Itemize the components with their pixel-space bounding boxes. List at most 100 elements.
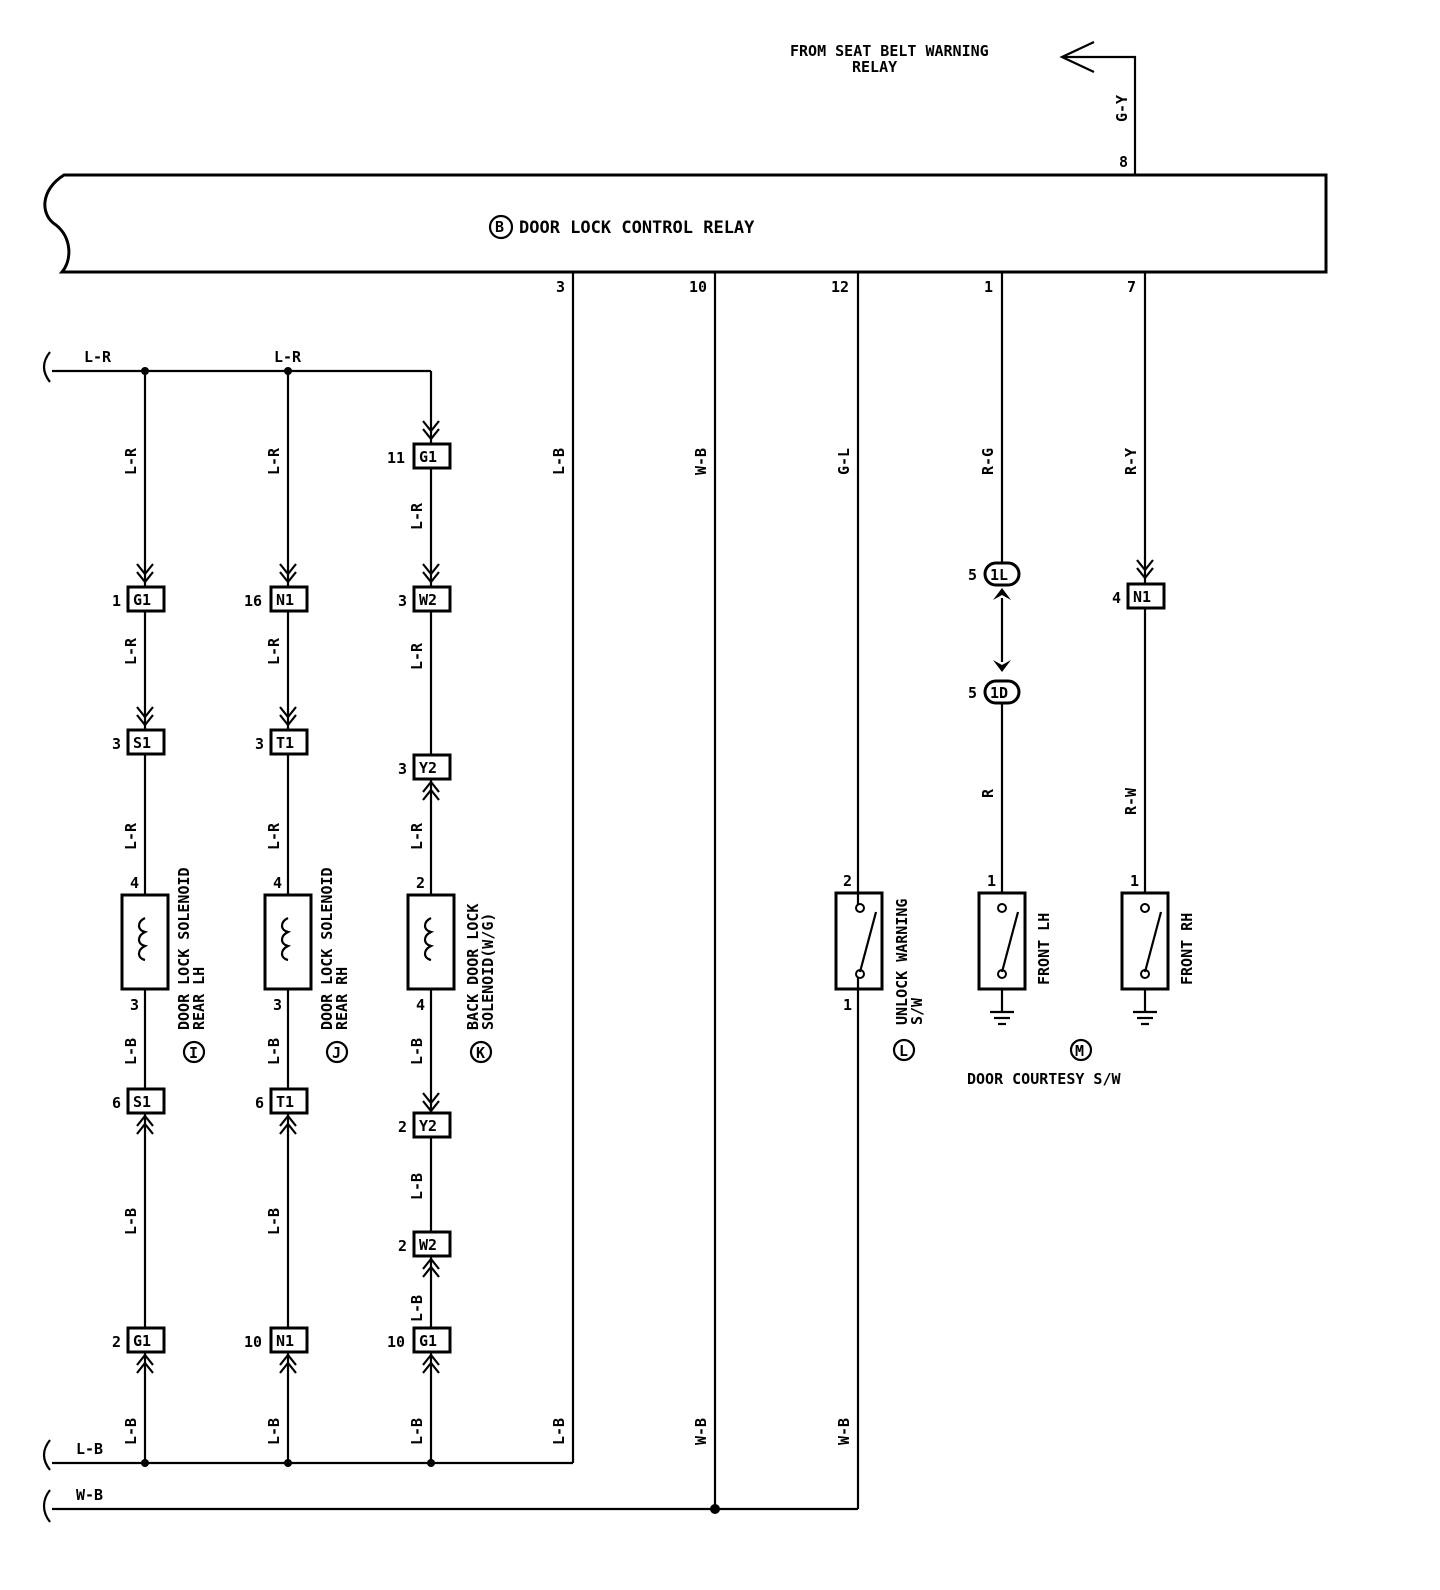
wire-label-g-y: G-Y xyxy=(1113,95,1131,122)
pin-label: 4 xyxy=(1112,589,1121,607)
wire-label-lb: L-B xyxy=(122,1038,140,1065)
relay-badge: B xyxy=(495,218,504,236)
wire-label-ry: R-Y xyxy=(1122,448,1140,475)
wire-label-lr: L-R xyxy=(122,822,140,850)
component-i-label-1: DOOR LOCK SOLENOID xyxy=(175,867,193,1030)
wire-label-lb: L-B xyxy=(122,1208,140,1235)
bus-label-wb: W-B xyxy=(76,1486,103,1504)
wire-label-r: R xyxy=(979,788,997,798)
wire-label-wb-bottom-2: W-B xyxy=(835,1418,853,1445)
pin-label: 3 xyxy=(273,996,282,1014)
connector-y2: Y2 xyxy=(419,1117,437,1135)
wire-label-lb-bottom: L-B xyxy=(550,1418,568,1445)
source-label-line1: FROM SEAT BELT WARNING xyxy=(790,42,989,60)
relay-badge-circle xyxy=(488,214,514,240)
connector-y2: Y2 xyxy=(419,759,437,777)
connector-g1: G1 xyxy=(419,1332,437,1350)
relay-pin-8: 8 xyxy=(1119,153,1128,171)
pin-label: 2 xyxy=(398,1118,407,1136)
pin-label: 5 xyxy=(968,566,977,584)
component-m-lh-label: FRONT LH xyxy=(1035,913,1053,985)
wire-label-lb: L-B xyxy=(122,1418,140,1445)
connector-w2: W2 xyxy=(419,591,437,609)
wire-label-gl: G-L xyxy=(835,448,853,475)
wire-label-lr: L-R xyxy=(408,502,426,530)
solenoid-rear-lh xyxy=(120,893,170,991)
connector-s1: S1 xyxy=(133,1093,151,1111)
pin-label: 6 xyxy=(112,1094,121,1112)
wire-label-lb: L-B xyxy=(265,1208,283,1235)
bus-label-lr-1: L-R xyxy=(84,348,112,366)
wire-label-lb: L-B xyxy=(408,1295,426,1322)
wire-label-rg: R-G xyxy=(979,448,997,475)
component-k-label-2: SOLENOID(W/G) xyxy=(479,913,497,1030)
pin-label: 2 xyxy=(843,872,852,890)
component-j-label-1: DOOR LOCK SOLENOID xyxy=(318,867,336,1030)
connector-1l: 1L xyxy=(990,566,1008,584)
connector-n1: N1 xyxy=(276,1332,294,1350)
pin-label: 3 xyxy=(398,760,407,778)
relay-pin-3: 3 xyxy=(556,278,565,296)
solenoid-back-door xyxy=(406,893,456,991)
pin-label: 2 xyxy=(112,1333,121,1351)
connector-s1: S1 xyxy=(133,734,151,752)
door-courtesy-caption: M DOOR COURTESY S/W xyxy=(967,1038,1121,1088)
relay-pin-10: 10 xyxy=(689,278,707,296)
wire-label-lr: L-R xyxy=(122,637,140,665)
connector-t1: T1 xyxy=(276,734,294,752)
pin-label: 16 xyxy=(244,592,262,610)
wire-label-lb: L-B xyxy=(408,1038,426,1065)
pin-label: 4 xyxy=(130,874,139,892)
component-l-badge: L xyxy=(899,1042,908,1060)
relay-title: DOOR LOCK CONTROL RELAY xyxy=(519,218,755,238)
connector-g1: G1 xyxy=(133,1332,151,1350)
connector-w2: W2 xyxy=(419,1236,437,1254)
pin-label: 2 xyxy=(416,874,425,892)
solenoid-rear-rh xyxy=(263,893,313,991)
relay-pin-12: 12 xyxy=(831,278,849,296)
front-lh-courtesy-switch: R-G 1L 5 1D 5 R 1 FRONT LH xyxy=(968,272,1053,1026)
component-i-badge: I xyxy=(189,1044,198,1062)
bus-label-lr-2: L-R xyxy=(274,348,302,366)
connector-1d: 1D xyxy=(990,684,1008,702)
column-rear-rh: L-R N1 16 L-R T1 3 L-R 4 3 L-B T1 6 L-B … xyxy=(244,371,351,1463)
relay-output-wires: L-B W-B G-L L-B W-B W-B xyxy=(550,272,860,1509)
bus-label-lb: L-B xyxy=(76,1440,103,1458)
wire-label-lb: L-B xyxy=(408,1418,426,1445)
component-j-label-2: REAR RH xyxy=(333,967,351,1030)
component-m-caption: DOOR COURTESY S/W xyxy=(967,1070,1121,1088)
connector-g1: G1 xyxy=(419,448,437,466)
pin-label: 10 xyxy=(387,1333,405,1351)
wire-label-lb-relay3: L-B xyxy=(550,448,568,475)
front-rh-courtesy-switch: R-Y N1 4 R-W 1 FRONT RH xyxy=(1112,272,1196,1026)
wire-label-wb-relay10: W-B xyxy=(692,448,710,475)
wire-label-lr: L-R xyxy=(265,637,283,665)
pin-label: 10 xyxy=(244,1333,262,1351)
connector-t1: T1 xyxy=(276,1093,294,1111)
wire-label-lb: L-B xyxy=(265,1418,283,1445)
pin-label: 5 xyxy=(968,684,977,702)
lb-wb-buses: L-B W-B xyxy=(42,1439,858,1523)
component-m-badge: M xyxy=(1075,1042,1084,1060)
component-l-label-1: UNLOCK WARNING xyxy=(893,899,911,1025)
wire-label-lr: L-R xyxy=(408,642,426,670)
relay-pin-7: 7 xyxy=(1127,278,1136,296)
source-label-line2: RELAY xyxy=(852,58,897,76)
component-m-rh-label: FRONT RH xyxy=(1178,913,1196,985)
pin-label: 3 xyxy=(112,735,121,753)
connector-n1: N1 xyxy=(276,591,294,609)
wire-label-lb: L-B xyxy=(408,1173,426,1200)
wire-label-lr: L-R xyxy=(408,822,426,850)
seat-belt-relay-source: FROM SEAT BELT WARNING RELAY G-Y 8 xyxy=(790,41,1137,174)
wire-label-lr: L-R xyxy=(265,822,283,850)
door-lock-control-relay: B DOOR LOCK CONTROL RELAY 3 10 12 1 7 xyxy=(43,173,1328,296)
unlock-warning-switch: 2 1 UNLOCK WARNING S/W L xyxy=(834,872,926,1062)
wire-label-wb-bottom-1: W-B xyxy=(692,1418,710,1445)
connector-n1: N1 xyxy=(1133,588,1151,606)
pin-label: 1 xyxy=(112,592,121,610)
component-i-label-2: REAR LH xyxy=(190,967,208,1030)
pin-label: 1 xyxy=(843,996,852,1014)
pin-label: 4 xyxy=(416,996,425,1014)
wire-label-rw: R-W xyxy=(1122,787,1140,815)
